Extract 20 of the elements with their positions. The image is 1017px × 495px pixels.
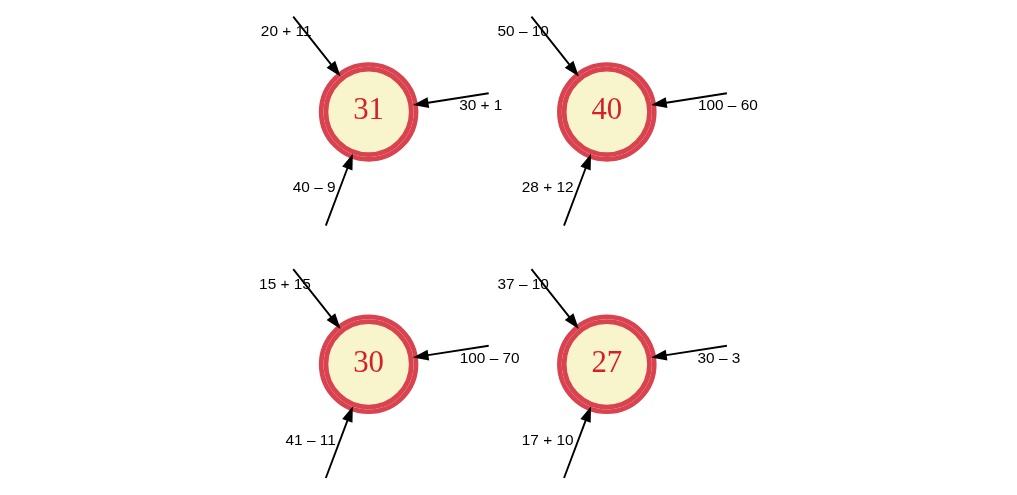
edge-label: 30 + 1 xyxy=(459,96,503,114)
edge-label: 100 – 70 xyxy=(459,348,520,366)
arrow xyxy=(292,15,341,77)
arrow xyxy=(324,406,353,479)
arrow xyxy=(651,92,728,109)
arrow xyxy=(324,153,353,227)
edge-label: 40 – 9 xyxy=(292,178,336,196)
arrow xyxy=(530,15,579,77)
arrow xyxy=(412,92,490,109)
edge-label: 41 – 11 xyxy=(285,430,336,448)
arrow xyxy=(530,268,579,329)
edge-label: 30 – 3 xyxy=(697,348,741,366)
edge-label: 28 + 12 xyxy=(521,178,574,196)
arrow xyxy=(563,153,592,227)
arrow xyxy=(412,344,490,361)
arrow xyxy=(563,406,592,479)
arrow xyxy=(651,344,728,361)
edge-label: 17 + 10 xyxy=(521,430,574,448)
arrow xyxy=(292,268,341,329)
edge-label: 100 – 60 xyxy=(697,96,758,114)
